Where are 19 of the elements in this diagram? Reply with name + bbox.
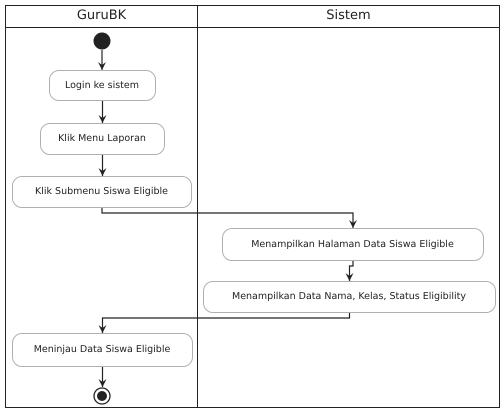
swimlane xyxy=(5,5,198,408)
control-flow-arrow xyxy=(101,208,357,228)
control-flow-arrow xyxy=(346,261,354,281)
final-node xyxy=(92,386,110,404)
action-box: Meninjau Data Siswa Eligible xyxy=(12,332,192,366)
control-flow-arrow xyxy=(98,101,106,123)
control-flow-arrow xyxy=(98,313,350,333)
control-flow-arrow xyxy=(98,367,106,387)
swimlane-title: GuruBK xyxy=(76,8,126,23)
action-box: Login ke sistem xyxy=(48,70,156,100)
action-box: Klik Menu Laporan xyxy=(40,122,164,154)
control-flow-arrow xyxy=(98,155,106,176)
initial-node xyxy=(92,32,110,50)
action-box: Menampilkan Halaman Data Siswa Eligible xyxy=(222,228,484,260)
action-box: Menampilkan Data Nama, Kelas, Status Eligibility xyxy=(202,280,496,312)
swimlane xyxy=(197,5,500,408)
control-flow-arrow xyxy=(98,50,106,70)
action-box: Klik Submenu Siswa Eligible xyxy=(12,176,192,208)
swimlane-title: Sistem xyxy=(326,8,371,23)
